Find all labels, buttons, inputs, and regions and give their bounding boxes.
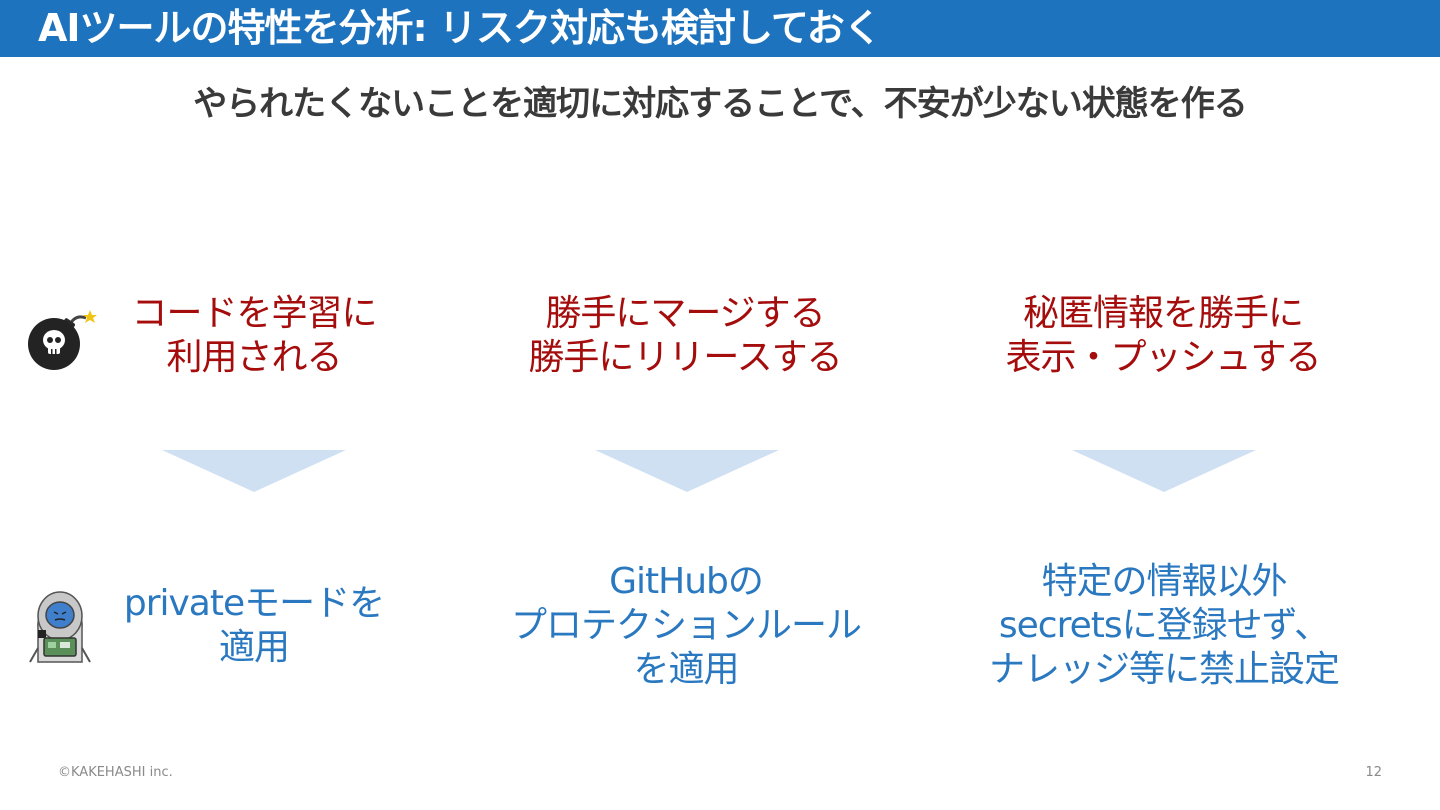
slide-title: AIツールの特性を分析: リスク対応も検討しておく bbox=[38, 6, 882, 50]
copyright: ©KAKEHASHI inc. bbox=[58, 765, 173, 780]
hazmat-worker-icon bbox=[29, 591, 91, 663]
risk-text-2: 勝手にマージする 勝手にリリースする bbox=[528, 293, 842, 378]
header-bar: AIツールの特性を分析: リスク対応も検討しておく bbox=[0, 0, 1440, 57]
measure-text-1: privateモードを 適用 bbox=[123, 583, 385, 668]
down-arrow-1 bbox=[162, 450, 346, 492]
measure-text-3: 特定の情報以外 secretsに登録せず、 ナレッジ等に禁止設定 bbox=[988, 561, 1340, 690]
page-number: 12 bbox=[1365, 765, 1382, 780]
risk-text-1: コードを学習に 利用される bbox=[131, 293, 377, 378]
bomb-icon bbox=[28, 310, 97, 370]
down-arrow-2 bbox=[595, 450, 779, 492]
measure-text-2: GitHubの プロテクションルール を適用 bbox=[510, 561, 862, 690]
risk-text-3: 秘匿情報を勝手に 表示・プッシュする bbox=[1005, 293, 1321, 378]
down-arrow-3 bbox=[1072, 450, 1256, 492]
slide-subtitle: やられたくないことを適切に対応することで、不安が少ない状態を作る bbox=[193, 84, 1248, 124]
